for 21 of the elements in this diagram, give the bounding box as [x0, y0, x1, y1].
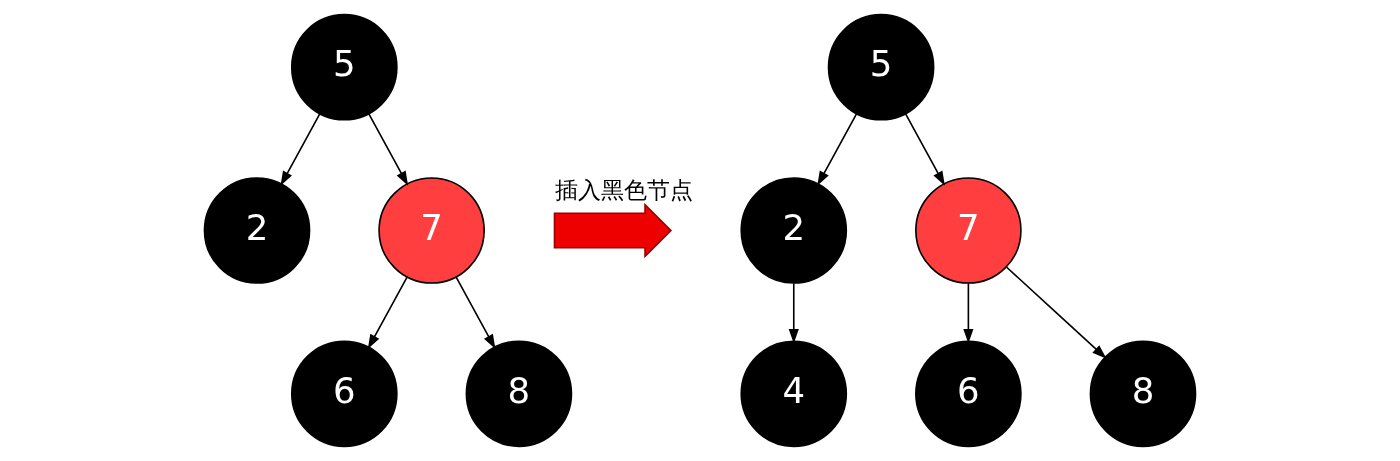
arrow: [788, 282, 799, 344]
node-circle: 2: [740, 177, 848, 284]
node-circle: 8: [465, 340, 573, 448]
arrow: [368, 113, 409, 186]
node-circle: 5: [827, 13, 935, 121]
node-circle: 7: [378, 177, 485, 284]
node-circle: 7: [915, 177, 1022, 284]
arrow: [367, 276, 408, 350]
node-circle: 2: [203, 177, 311, 284]
node-arrow: [553, 202, 673, 259]
node-circle: 6: [290, 340, 398, 448]
arrow: [1005, 266, 1107, 359]
node-label: 插入黑色节点: [555, 177, 694, 204]
arrow: [280, 113, 321, 186]
arrow: [817, 113, 858, 186]
node-circle: 5: [290, 13, 398, 121]
node-circle: 4: [740, 340, 848, 448]
arrow: [963, 282, 974, 344]
arrow: [455, 276, 496, 350]
arrow: [904, 113, 945, 186]
node-circle: 6: [915, 340, 1022, 448]
